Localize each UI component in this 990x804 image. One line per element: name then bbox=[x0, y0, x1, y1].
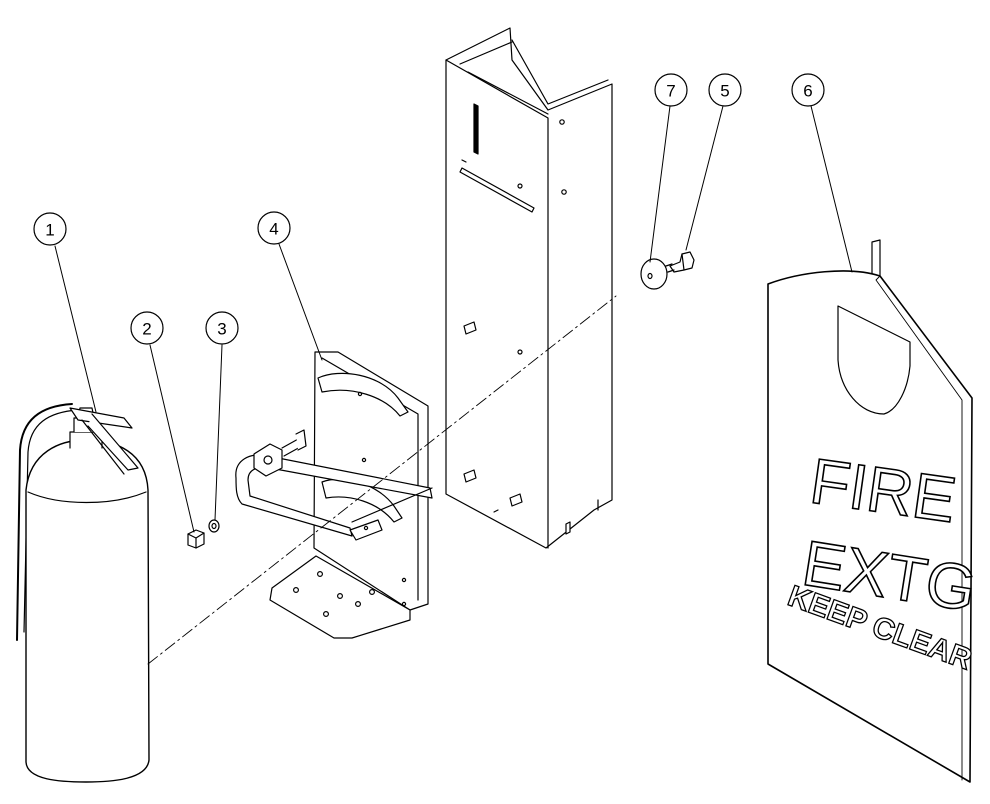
callout-label-4: 4 bbox=[269, 220, 278, 239]
callout-label-5: 5 bbox=[720, 82, 729, 101]
hex-nut bbox=[187, 529, 205, 549]
callout-circle-5 bbox=[708, 73, 742, 107]
callout-label-1: 1 bbox=[45, 221, 54, 240]
callout-circle-7 bbox=[654, 73, 688, 107]
washer bbox=[208, 519, 220, 533]
callout-label-6: 6 bbox=[803, 82, 812, 101]
callout-label-2: 2 bbox=[142, 320, 151, 339]
callout-circle-6 bbox=[791, 73, 825, 107]
fire-extinguisher bbox=[16, 403, 150, 783]
callout-circle-3 bbox=[205, 311, 239, 345]
callout-label-7: 7 bbox=[666, 82, 675, 101]
callout-circle-1 bbox=[33, 212, 67, 246]
callout-balloons bbox=[33, 73, 825, 345]
fender-washer bbox=[640, 258, 668, 290]
callout-circle-4 bbox=[257, 211, 291, 245]
callout-label-3: 3 bbox=[217, 320, 226, 339]
extinguisher-bracket bbox=[235, 351, 433, 639]
callout-circle-2 bbox=[130, 311, 164, 345]
leader-lines bbox=[54, 105, 853, 533]
hex-bolt bbox=[665, 251, 695, 273]
fire-extinguisher-sign bbox=[767, 239, 973, 783]
backing-channel bbox=[445, 27, 613, 549]
assembly-centerline bbox=[147, 295, 617, 665]
